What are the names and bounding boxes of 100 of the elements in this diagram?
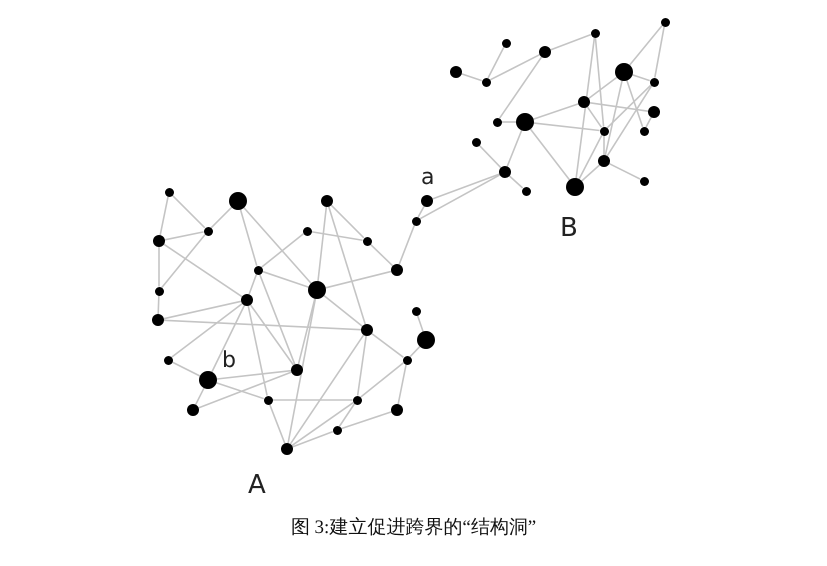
network-dot	[660, 18, 670, 26]
connecting-line	[198, 371, 292, 409]
connecting-line	[341, 411, 392, 430]
connecting-line	[487, 46, 505, 78]
connecting-line	[502, 121, 516, 123]
connecting-line	[261, 233, 304, 268]
network-dot	[492, 118, 502, 126]
connecting-line	[172, 194, 206, 228]
connecting-line	[478, 144, 502, 168]
connecting-line	[604, 80, 623, 156]
connecting-line	[311, 230, 363, 242]
network-dot	[499, 166, 511, 178]
connecting-line	[164, 300, 242, 320]
network-dot	[472, 138, 480, 146]
connecting-line	[157, 295, 160, 314]
network-dot	[152, 314, 164, 326]
network-dot	[281, 443, 293, 455]
network-dot	[164, 356, 172, 364]
network-dot	[241, 294, 253, 306]
network-dot	[640, 126, 648, 136]
connecting-line	[590, 102, 648, 112]
connecting-line	[338, 403, 356, 427]
connecting-line	[171, 303, 243, 358]
network-dot	[522, 186, 530, 196]
connecting-line	[268, 404, 286, 444]
connecting-line	[550, 34, 592, 51]
connecting-line	[645, 116, 652, 128]
connecting-line	[588, 76, 618, 100]
connecting-line	[506, 130, 522, 167]
connecting-line	[324, 295, 363, 327]
connecting-line	[216, 382, 264, 400]
connecting-line	[243, 207, 312, 284]
network-dot	[187, 404, 199, 416]
connecting-line	[629, 24, 663, 66]
connecting-line	[606, 84, 652, 128]
network-dot	[600, 126, 608, 136]
connecting-line	[248, 274, 258, 295]
connecting-line	[326, 270, 392, 289]
connecting-line	[161, 234, 206, 288]
connecting-line	[159, 196, 169, 236]
connecting-line	[164, 231, 204, 241]
network-dot	[412, 306, 420, 316]
network-dot	[352, 396, 362, 404]
network-dot	[502, 38, 510, 48]
connecting-line	[606, 85, 652, 156]
connecting-line	[292, 430, 334, 448]
connecting-line	[398, 224, 416, 265]
connecting-line	[609, 162, 640, 180]
network-dot	[578, 96, 590, 108]
network-dot	[391, 264, 403, 276]
connecting-line	[287, 298, 316, 444]
connecting-line	[210, 206, 232, 228]
network-dot	[516, 113, 534, 131]
cluster-letter: B	[560, 215, 578, 241]
network-dot	[598, 155, 610, 167]
connecting-line	[534, 122, 600, 132]
network-dot	[650, 78, 658, 86]
connecting-line	[594, 37, 604, 127]
network-dot	[229, 192, 247, 210]
connecting-line	[575, 37, 596, 178]
connecting-line	[410, 346, 420, 358]
connecting-line	[360, 362, 404, 398]
network-dot	[402, 356, 412, 364]
network-dot	[640, 176, 648, 186]
network-dot	[321, 195, 333, 207]
network-dot	[421, 195, 433, 207]
connecting-line	[164, 319, 362, 331]
connecting-line	[416, 315, 424, 332]
network-dot	[362, 236, 372, 246]
connecting-line	[330, 204, 364, 238]
connecting-line	[603, 136, 605, 155]
network-dot	[302, 226, 312, 236]
network-dot	[417, 331, 435, 349]
network-dot	[204, 226, 212, 236]
connecting-line	[356, 336, 367, 396]
network-dot	[154, 286, 164, 296]
connecting-line	[581, 164, 600, 182]
network-dot	[590, 28, 600, 38]
connecting-line	[490, 54, 540, 81]
node-letter: a	[421, 167, 434, 189]
connecting-line	[158, 247, 160, 286]
network-dot	[361, 324, 373, 336]
connecting-line	[164, 244, 242, 298]
network-dot	[539, 46, 551, 58]
connecting-line	[626, 80, 644, 127]
connecting-line	[290, 334, 364, 444]
network-dot	[291, 364, 303, 376]
connecting-line	[258, 274, 296, 365]
connecting-line	[420, 174, 500, 220]
connecting-line	[240, 209, 258, 266]
connecting-line	[250, 304, 294, 366]
connecting-line	[508, 175, 524, 189]
connecting-line	[432, 173, 500, 200]
network-dot	[164, 188, 174, 196]
connecting-line	[172, 361, 200, 377]
connecting-line	[247, 306, 268, 396]
connecting-line	[370, 244, 394, 266]
connecting-line	[371, 332, 404, 358]
network-dot	[482, 78, 490, 86]
connecting-line	[216, 370, 292, 380]
